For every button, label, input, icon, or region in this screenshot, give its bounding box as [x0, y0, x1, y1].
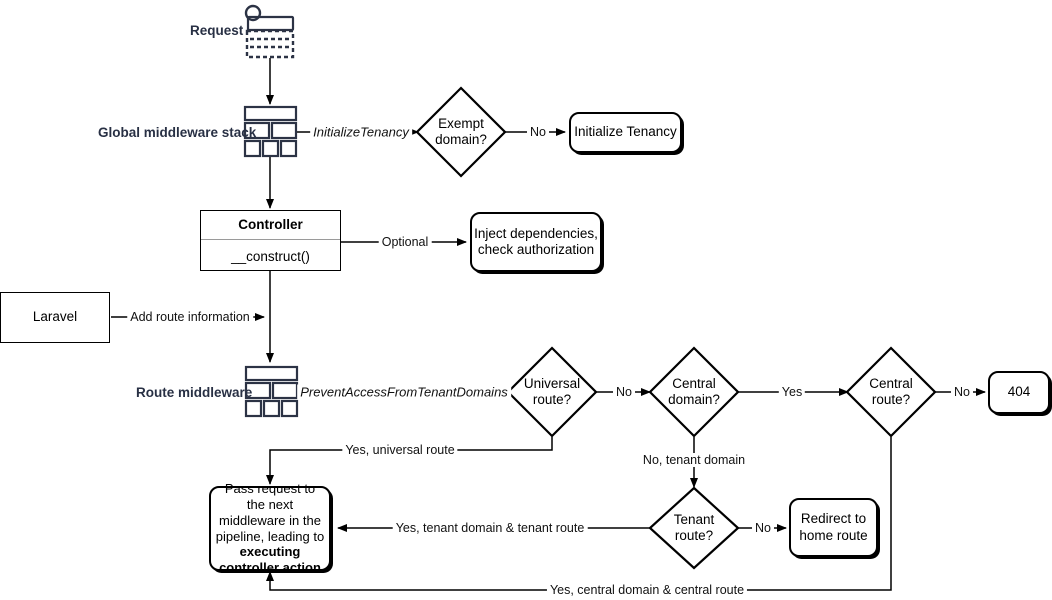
node-initialize-tenancy-label: Initialize Tenancy — [574, 124, 677, 140]
edge-label-central-domain-no-tenant: No, tenant domain — [639, 453, 749, 467]
node-laravel-label: Laravel — [32, 309, 78, 325]
edge-label-yes-tenant-domain-tenant-route: Yes, tenant domain & tenant route — [392, 521, 588, 535]
edge-label-universal-no: No — [613, 385, 635, 399]
node-redirect-home[interactable]: Redirect to home route — [789, 498, 878, 557]
node-redirect-home-label: Redirect to home route — [799, 511, 868, 543]
node-inject-dependencies[interactable]: Inject dependencies, check authorization — [470, 212, 602, 272]
node-universal-route[interactable]: Universal route? — [508, 348, 596, 436]
node-universal-route-label: Universal route? — [523, 375, 581, 407]
edge-label-central-domain-yes: Yes — [778, 385, 806, 399]
edge-label-central-route-no: No — [951, 385, 973, 399]
node-central-route[interactable]: Central route? — [847, 348, 935, 436]
pass-request-line3: the pipeline, leading — [215, 512, 321, 544]
caption-request: Request — [190, 23, 244, 38]
node-laravel[interactable]: Laravel — [0, 292, 110, 343]
pass-request-line4: to — [313, 528, 325, 544]
route-middleware-stack-icon — [244, 365, 299, 418]
edge-label-add-route-information: Add route information — [127, 310, 253, 324]
pass-request-line1: Pass request to the — [224, 480, 316, 512]
node-inject-dependencies-label: Inject dependencies, check authorization — [474, 225, 598, 257]
diamond-central-route — [845, 346, 937, 438]
edge-label-yes-central-domain-central-route: Yes, central domain & central route — [546, 583, 748, 597]
caption-global-middleware-stack: Global middleware stack — [98, 125, 257, 140]
node-initialize-tenancy[interactable]: Initialize Tenancy — [569, 112, 682, 153]
diamond-exempt-domain — [415, 86, 507, 178]
node-controller[interactable]: Controller __construct() — [200, 210, 341, 271]
node-exempt-domain-label: Exempt domain? — [435, 115, 487, 147]
node-controller-header: Controller — [201, 211, 340, 241]
node-central-domain[interactable]: Central domain? — [650, 348, 738, 436]
global-middleware-stack-icon — [243, 105, 298, 158]
edge-label-initialize-tenancy: InitializeTenancy — [310, 124, 412, 140]
edge-label-yes-universal-route: Yes, universal route — [342, 443, 458, 457]
node-central-route-label: Central route? — [869, 375, 913, 407]
edge-label-optional: Optional — [378, 235, 432, 249]
node-exempt-domain[interactable]: Exempt domain? — [417, 88, 505, 176]
pass-request-bold1: executing — [239, 544, 301, 560]
pass-request-line2: next middleware in — [219, 496, 300, 528]
edge-label-prevent-access: PreventAccessFromTenantDomains — [297, 384, 511, 400]
diamond-universal-route — [506, 346, 598, 438]
node-404[interactable]: 404 — [988, 371, 1050, 414]
caption-route-middleware: Route middleware — [136, 385, 253, 400]
node-tenant-route-label: Tenant route? — [673, 511, 715, 543]
http-request-icon — [244, 4, 295, 59]
node-404-label: 404 — [1007, 384, 1031, 400]
edge-label-exempt-no: No — [527, 125, 549, 139]
node-tenant-route[interactable]: Tenant route? — [650, 488, 738, 568]
node-controller-body: __construct() — [231, 249, 310, 265]
node-pass-request[interactable]: Pass request to the next middleware in t… — [209, 481, 331, 575]
diamond-tenant-route — [648, 486, 740, 570]
diamond-central-domain — [648, 346, 740, 438]
pass-request-bold2: controller action — [219, 560, 321, 576]
node-central-domain-label: Central domain? — [668, 375, 720, 407]
edge-label-tenant-route-no: No — [752, 521, 774, 535]
